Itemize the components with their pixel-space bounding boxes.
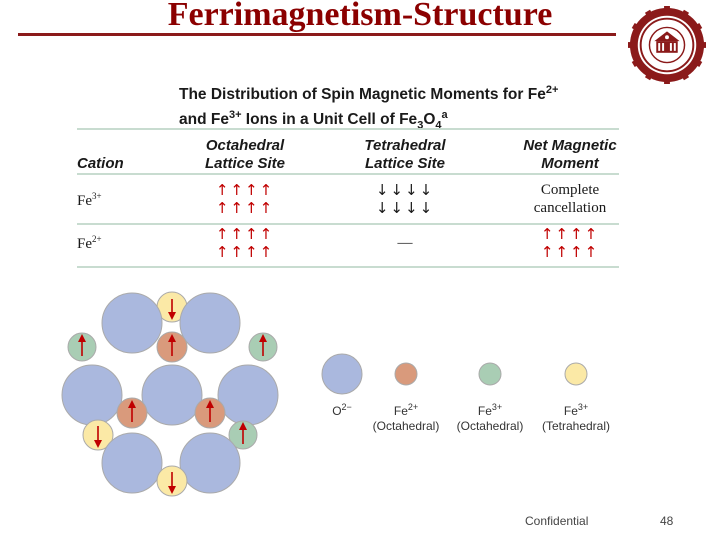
table-rule-top — [77, 128, 619, 130]
heading-subscript: 4 — [435, 119, 442, 132]
header-line: Octahedral — [205, 137, 285, 154]
row-fe3-net-moment: Complete cancellation — [505, 181, 635, 217]
spin-arrows-up: ↑↑↑↑ — [540, 225, 600, 243]
row-fe3-octahedral-spins: ↑↑↑↑ ↑↑↑↑ — [190, 181, 300, 217]
column-header-net-moment: Net Magnetic Moment — [505, 137, 635, 173]
net-moment-text: Complete — [540, 182, 600, 198]
unit-cell-diagram — [61, 291, 279, 497]
row-fe3-tetrahedral-spins: ↓↓↓↓ ↓↓↓↓ — [350, 181, 460, 217]
legend-text: (Tetrahedral) — [541, 419, 611, 433]
spin-arrows-up: ↑↑↑↑ — [215, 181, 275, 199]
column-header-cation: Cation — [77, 155, 124, 172]
header-line: Moment — [541, 155, 599, 172]
heading-superscript: 3+ — [228, 109, 242, 122]
footer-confidential: Confidential — [525, 514, 589, 528]
heading-text: O — [423, 111, 436, 129]
spin-arrows-up: ↑↑↑↑ — [215, 243, 275, 261]
legend-fe3-octahedral-label: Fe3+ (Octahedral) — [450, 400, 530, 434]
row-fe3-cation: Fe3+ — [77, 191, 102, 209]
legend-o2-swatch — [321, 353, 363, 395]
legend-text: Fe — [393, 404, 408, 418]
spin-arrows-down: ↓↓↓↓ — [375, 199, 435, 217]
o2-ion — [141, 364, 203, 426]
row-fe2-tetrahedral-spins: — — [397, 235, 413, 251]
legend-text: O — [332, 404, 342, 418]
column-header-octahedral: Octahedral Lattice Site — [185, 137, 305, 173]
heading-footnote-mark: a — [441, 109, 448, 122]
university-logo — [628, 6, 706, 84]
heading-text: Ions in a Unit Cell of Fe — [241, 111, 418, 129]
legend-fe3-tetrahedral-label: Fe3+ (Tetrahedral) — [534, 400, 618, 434]
gear-seal-icon — [628, 6, 706, 84]
o2-ion — [179, 432, 241, 494]
slide-title: Ferrimagnetism-Structure — [167, 0, 553, 33]
table-rule-bottom — [77, 266, 619, 268]
spin-arrows-up: ↑↑↑↑ — [540, 243, 600, 261]
table-rule-header — [77, 173, 619, 175]
legend-fe2-octahedral-swatch — [394, 362, 418, 386]
ion-legend-swatches — [321, 353, 588, 395]
table-heading-line-2: and Fe3+ Ions in a Unit Cell of Fe3O4a — [179, 105, 558, 135]
heading-text: The Distribution of Spin Magnetic Moment… — [179, 86, 546, 104]
page-number: 48 — [660, 514, 674, 528]
header-line: Tetrahedral — [364, 137, 446, 154]
spin-arrows-up: ↑↑↑↑ — [215, 199, 275, 217]
table-heading: The Distribution of Spin Magnetic Moment… — [179, 80, 558, 135]
table-rule-middle — [77, 223, 619, 225]
row-fe2-cation: Fe2+ — [77, 234, 102, 252]
net-moment-text: cancellation — [533, 200, 607, 216]
heading-subscript: 3 — [417, 119, 424, 132]
legend-text: (Octahedral) — [456, 419, 524, 433]
legend-fe2-octahedral-label: Fe2+ (Octahedral) — [366, 400, 446, 434]
legend-text: Fe — [477, 404, 492, 418]
table-heading-line-1: The Distribution of Spin Magnetic Moment… — [179, 80, 558, 105]
column-header-tetrahedral: Tetrahedral Lattice Site — [345, 137, 465, 173]
legend-superscript: 2− — [341, 402, 352, 412]
spin-arrows-up: ↑↑↑↑ — [215, 225, 275, 243]
header-line: Lattice Site — [204, 155, 286, 172]
title-underline — [18, 33, 616, 36]
header-line: Net Magnetic — [523, 137, 617, 154]
row-fe2-net-moment: ↑↑↑↑ ↑↑↑↑ — [515, 225, 625, 261]
o2-ion — [179, 292, 241, 354]
legend-fe3-tetrahedral-swatch — [564, 362, 588, 386]
o2-ion — [61, 364, 123, 426]
legend-fe3-octahedral-swatch — [478, 362, 502, 386]
legend-o2-label: O2− — [324, 400, 360, 419]
legend-superscript: 2+ — [407, 402, 419, 412]
legend-superscript: 3+ — [491, 402, 503, 412]
legend-text: Fe — [563, 404, 578, 418]
heading-superscript: 2+ — [545, 84, 559, 96]
spin-arrows-down: ↓↓↓↓ — [375, 181, 435, 199]
legend-superscript: 3+ — [577, 402, 589, 412]
o2-ion — [101, 292, 163, 354]
o2-ion — [217, 364, 279, 426]
heading-text: and Fe — [179, 111, 229, 129]
header-line: Lattice Site — [364, 155, 446, 172]
legend-text: (Octahedral) — [372, 419, 440, 433]
o2-ion — [101, 432, 163, 494]
row-fe2-octahedral-spins: ↑↑↑↑ ↑↑↑↑ — [190, 225, 300, 261]
